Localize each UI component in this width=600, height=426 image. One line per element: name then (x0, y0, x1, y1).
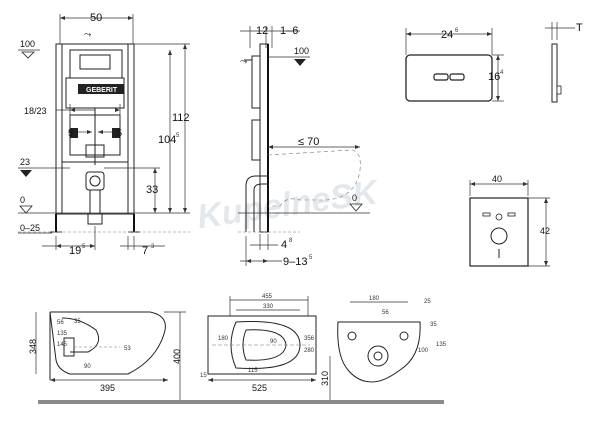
flush-height-label: 16 (488, 71, 500, 83)
height-frame-label: 104 (158, 134, 176, 146)
bowl-back-56-label: 56 (382, 310, 389, 316)
geberit-logo-text: GEBERIT (86, 87, 118, 94)
bowl-top-455-label: 455 (262, 294, 273, 300)
bowl-side-145-label: 145 (57, 342, 68, 348)
bowl-top-view: 455 330 180 90 356 280 115 15 525 (200, 294, 317, 393)
bowl-side-53-label: 53 (124, 346, 131, 352)
side-water-inlet-icon: ⤳ (240, 56, 247, 66)
flush-height-sup: 4 (500, 70, 504, 76)
flush-button-small-icon (433, 73, 449, 81)
bowl-side-135-label: 135 (57, 331, 68, 337)
bottom-right-sup: 3 (151, 244, 155, 250)
level-triangle-icon (21, 51, 35, 59)
wall-plate-height-label: 42 (540, 226, 550, 236)
bowl-top-356-label: 356 (304, 336, 315, 342)
side-depth-sup: 8 (289, 238, 293, 244)
bowl-top-280-label: 280 (304, 348, 315, 354)
side-floor-triangle-icon (349, 203, 363, 212)
flush-width-label: 24 (441, 29, 453, 41)
frame-front-view: 50 100 ⤳ GEBERIT (18, 12, 190, 257)
side-level-triangle-icon (294, 59, 306, 66)
bowl-side-56-label: 56 (57, 320, 64, 326)
flush-plate-outline (405, 54, 493, 102)
height-frame-sup: 5 (176, 133, 180, 139)
flush-height-label: 18/23 (24, 106, 47, 116)
watermark-text: KupelneSK (195, 173, 382, 236)
bowl-side-400-label: 400 (172, 349, 182, 364)
bowl-back-100-label: 100 (418, 348, 429, 354)
bowl-back-135-label: 135 (436, 342, 447, 348)
bowl-side-348-label: 348 (28, 339, 38, 354)
level-filled-triangle-icon (20, 170, 32, 177)
floor-range-label: 0–25 (20, 223, 40, 233)
bottom-left-label: 19 (69, 245, 81, 257)
flush-thickness-label: T (576, 22, 583, 34)
height-total-label: 112 (172, 112, 190, 124)
flush-width-sup: 6 (455, 28, 459, 34)
offset-right-label: 5 (117, 128, 122, 138)
bowl-back-35-label: 35 (430, 322, 437, 328)
bowl-back-outlet-icon (367, 345, 389, 367)
bowl-top-115-label: 115 (248, 368, 258, 374)
level-100-label: 100 (20, 39, 35, 49)
height-33-label: 33 (146, 184, 158, 196)
bowl-back-25-label: 25 (424, 299, 431, 305)
bowl-side-view: 348 56 135 145 53 35 90 395 400 (28, 311, 186, 400)
side-depth-range-label: 9–13 (283, 256, 307, 268)
bowl-top-180-label: 180 (218, 336, 229, 342)
frame-width-label: 50 (90, 12, 102, 24)
wall-plate-width-label: 40 (492, 174, 502, 184)
bowl-top-525-label: 525 (252, 383, 267, 393)
bowl-top-15-label: 15 (200, 373, 207, 379)
bottom-right-label: 7 (142, 245, 148, 257)
bowl-back-view: 180 25 56 35 100 135 310 (320, 296, 447, 400)
side-depth-label: 4 (281, 239, 287, 251)
floor-triangle-icon (19, 205, 33, 214)
wall-plate-outlet-icon (490, 227, 508, 245)
bowl-back-310-label: 310 (320, 371, 330, 386)
cistern-symbol-icon: ⤳ (84, 29, 91, 39)
bowl-top-90-label: 90 (270, 339, 277, 345)
side-depth-range-sup: 5 (309, 255, 313, 261)
bowl-back-180-label: 180 (369, 296, 380, 302)
geberit-logo-badge (78, 84, 124, 94)
floor-level-label: 0 (20, 195, 25, 205)
level-23-label: 23 (20, 157, 30, 167)
frame-side-view: 12 1–6 ⤳ 100 ≤ 70 0 4 (238, 25, 370, 268)
bowl-side-35-label: 35 (74, 319, 81, 325)
bowl-side-90-label: 90 (84, 364, 91, 370)
flush-plate-profile (551, 43, 558, 103)
floor-base-bar (38, 400, 444, 404)
bowl-top-330-label: 330 (263, 304, 274, 310)
bowl-side-length-label: 395 (100, 383, 115, 393)
bottom-left-sup: 5 (82, 244, 86, 250)
flush-plate-view: 24 6 16 4 T (405, 22, 583, 103)
offset-left-label: 5 (68, 128, 73, 138)
side-level-100-label: 100 (294, 46, 309, 56)
flush-button-large-icon (449, 73, 465, 81)
wall-plate-view: 40 42 (469, 174, 550, 267)
side-floor-level-label: 0 (352, 193, 357, 203)
side-depth-max-label: ≤ 70 (298, 136, 319, 148)
